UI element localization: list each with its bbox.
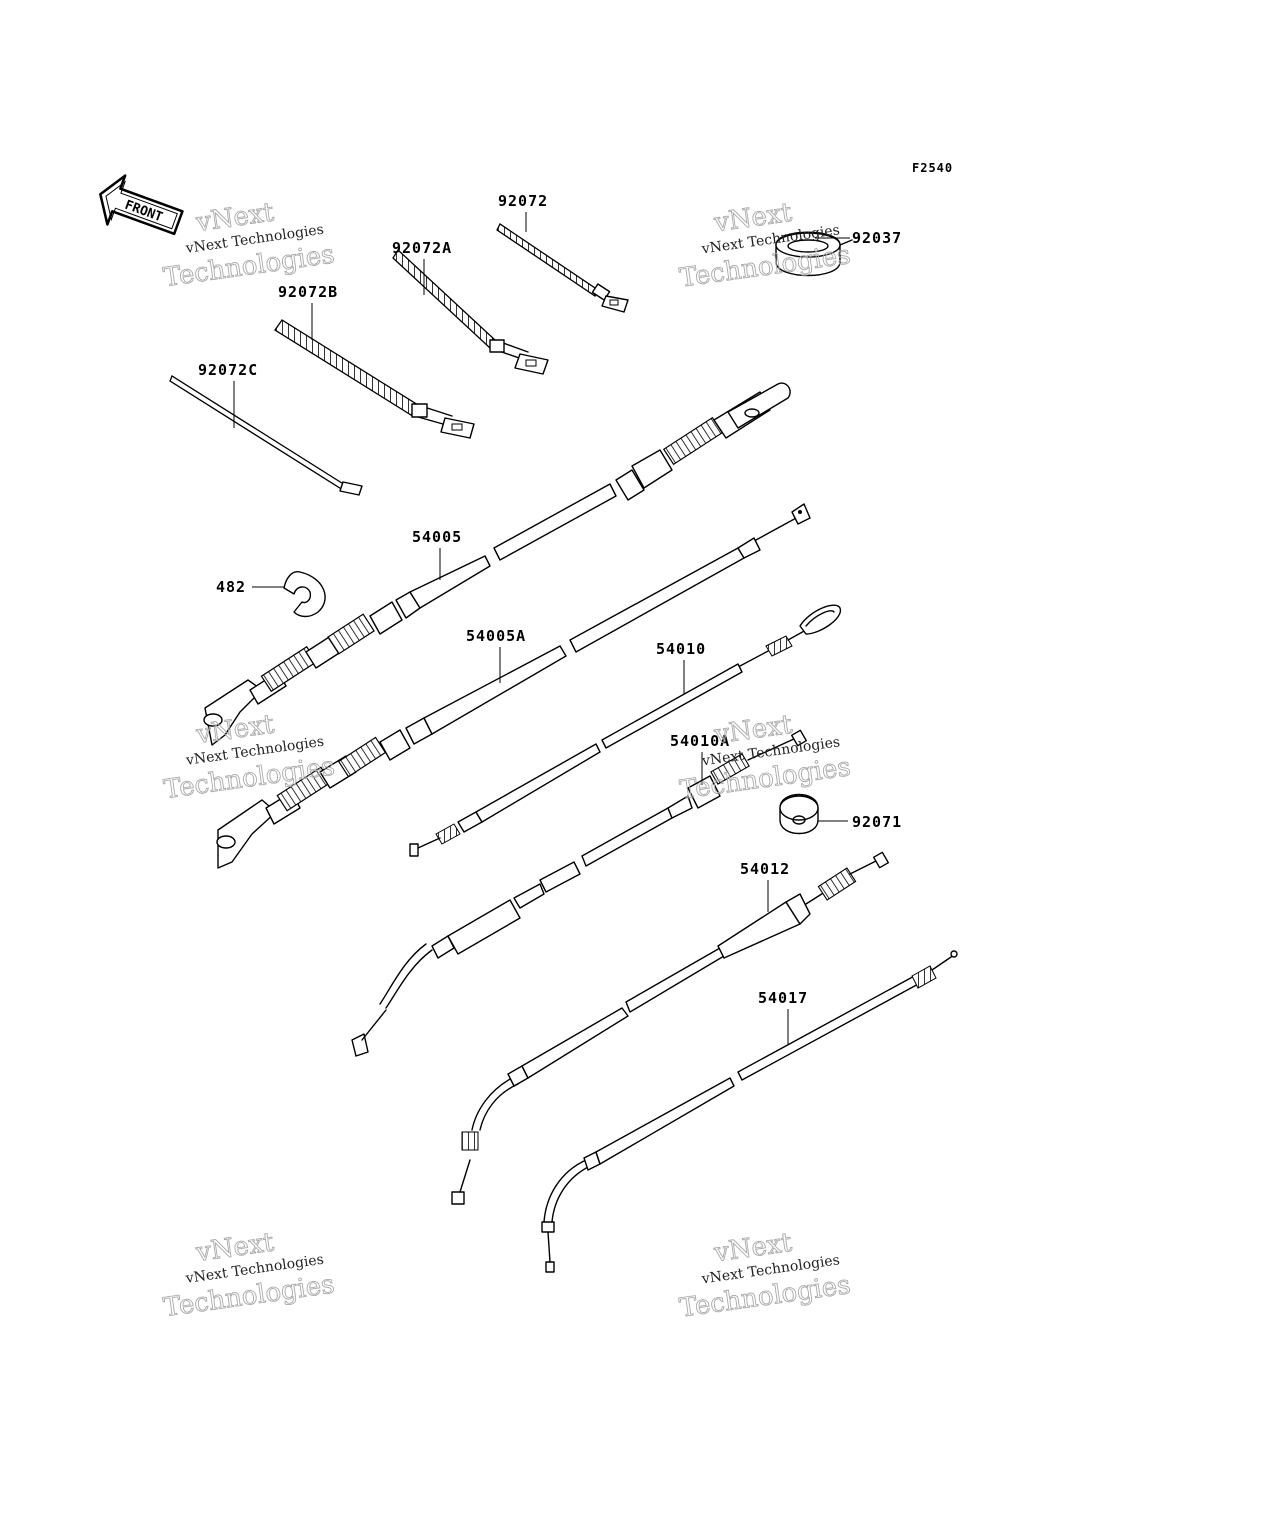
watermark-bottom-right: vNext vNext Technologies Technologies [677, 1227, 852, 1324]
part-label-92072: 92072 [498, 192, 548, 210]
part-label-54005a: 54005A [466, 627, 526, 645]
cable-54010 [409, 604, 841, 857]
watermark-mid-left: vNext vNext Technologies Technologies [162, 709, 337, 806]
part-label-54012: 54012 [740, 860, 790, 878]
watermark-top-left: vNext vNext Technologies Technologies [161, 197, 336, 294]
snap-ring-482 [283, 571, 326, 618]
cable-54017 [541, 950, 958, 1273]
cable-tie-92072 [496, 223, 629, 313]
part-label-54010: 54010 [656, 640, 706, 658]
front-arrow-icon: FRONT [99, 174, 184, 236]
clamp-92037 [775, 231, 853, 277]
part-label-92071: 92071 [852, 813, 902, 831]
part-label-54010a: 54010A [670, 732, 730, 750]
cable-54010a [351, 729, 808, 1057]
part-label-54005: 54005 [412, 528, 462, 546]
part-label-92072b: 92072B [278, 283, 338, 301]
part-label-92072a: 92072A [392, 239, 452, 257]
part-label-92037: 92037 [852, 229, 902, 247]
cable-tie-92072a [392, 248, 549, 375]
grommet-92071 [779, 793, 819, 835]
cable-tie-92072b [274, 319, 475, 439]
watermark-bottom-left: vNext vNext Technologies Technologies [161, 1227, 336, 1324]
part-label-482: 482 [216, 578, 246, 596]
cable-54012 [451, 851, 890, 1205]
diagram-code: F2540 [912, 161, 953, 175]
cable-54005 [203, 382, 791, 746]
watermark-mid-right: vNext vNext Technologies Technologies [678, 709, 853, 806]
part-label-92072c: 92072C [198, 361, 258, 379]
part-label-54017: 54017 [758, 989, 808, 1007]
cable-tie-92072c [169, 375, 363, 496]
cable-54005a [216, 503, 811, 869]
